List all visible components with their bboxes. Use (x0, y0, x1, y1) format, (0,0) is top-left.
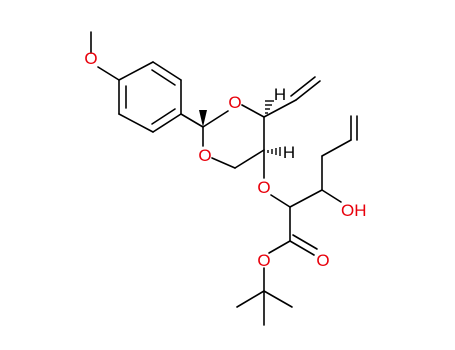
atom-h-top: H (274, 85, 286, 104)
atom-o-methoxy: O (84, 49, 97, 68)
bond-cester-o-2 (292, 234, 318, 250)
bond-tbu-right (263, 290, 293, 308)
atom-h-mid: H (283, 143, 295, 162)
bond-ring-2 (152, 61, 182, 81)
atom-o-ether: O (257, 178, 270, 197)
bond-otop-c (241, 104, 265, 118)
hash-bond-top (265, 100, 274, 114)
bond-ring-inner-1 (151, 69, 176, 86)
bond-vinyl-2 (295, 80, 321, 101)
bond-aryl-acetal (180, 113, 204, 128)
bond-cester-oester (268, 240, 291, 254)
atom-labels: O O O O OH O O H H (84, 49, 366, 270)
hash-bond-mid (267, 147, 281, 156)
bond-cester-o-1 (289, 240, 315, 256)
atom-o-ring-top: O (228, 93, 241, 112)
atom-o-ester: O (257, 251, 270, 270)
bond-lines (90, 31, 358, 326)
bond-c-ch2 (234, 149, 265, 169)
bond-ring-1 (118, 61, 154, 81)
bond-o-aryl (97, 66, 120, 81)
bond-vinyl-2b (290, 76, 316, 97)
stereo-bonds (199, 100, 281, 156)
bond-ring-inner-2 (151, 108, 176, 125)
bond-choh-oh (321, 189, 342, 203)
atom-oh: OH (341, 201, 367, 220)
bond-acetal-otop (202, 110, 229, 128)
bond-ch2-ch (321, 139, 352, 157)
atom-o-ring-left: O (198, 146, 211, 165)
bond-ch2-oleft (211, 157, 236, 169)
bond-vinyl-1 (263, 99, 297, 118)
bond-tbu-left (236, 290, 265, 308)
bond-ring-5 (118, 113, 154, 133)
bond-ring-4 (152, 113, 182, 133)
bond-oether-c (270, 194, 291, 208)
bond-c-choh (289, 189, 323, 208)
atom-o-carbonyl: O (316, 251, 329, 270)
wedge-acetal-h (199, 110, 207, 127)
